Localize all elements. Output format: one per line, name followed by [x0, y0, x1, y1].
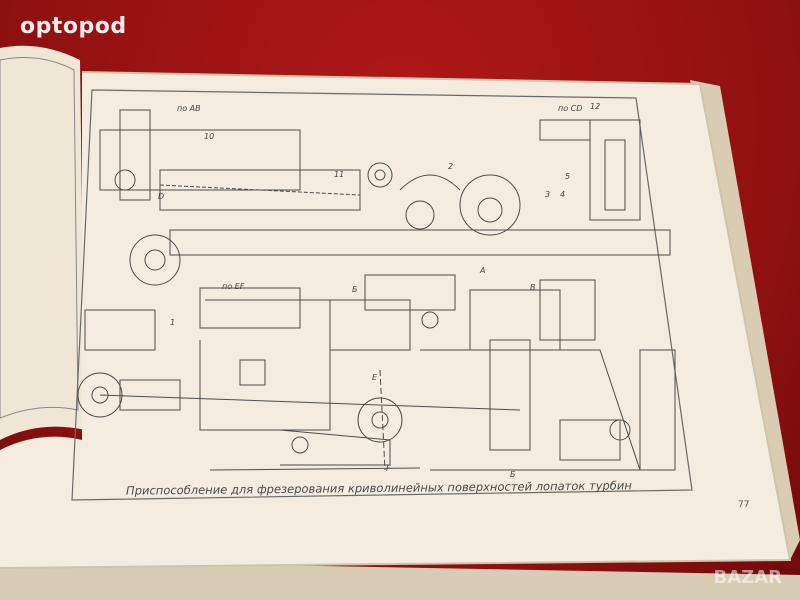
section-v: В [530, 283, 536, 292]
page-number: 77 [738, 500, 750, 510]
view-label-ef: по EF [222, 282, 245, 291]
right-page [0, 72, 790, 568]
left-page [0, 45, 85, 440]
part-12: 12 [590, 102, 601, 111]
drawing-frame [71, 89, 693, 501]
part-10: 10 [204, 132, 215, 141]
section-d: D [158, 192, 165, 201]
part-5: 5 [565, 172, 571, 181]
part-11: 11 [334, 170, 345, 179]
bazar-logo: BAZAR [713, 567, 783, 588]
technical-drawing [77, 109, 676, 471]
section-b2: Б [510, 470, 516, 479]
part-1: 1 [170, 318, 176, 327]
part-2: 2 [448, 162, 454, 171]
section-f: F [386, 464, 391, 473]
view-label-cd: по CD [558, 104, 583, 113]
part-4: 4 [560, 190, 566, 199]
view-label-ab: по АВ [177, 104, 201, 113]
part-3: 3 [545, 190, 551, 199]
section-e: E [372, 373, 378, 382]
optopod-watermark: optopod [20, 14, 127, 39]
section-a: A [480, 266, 486, 275]
section-b1: Б [352, 285, 358, 294]
